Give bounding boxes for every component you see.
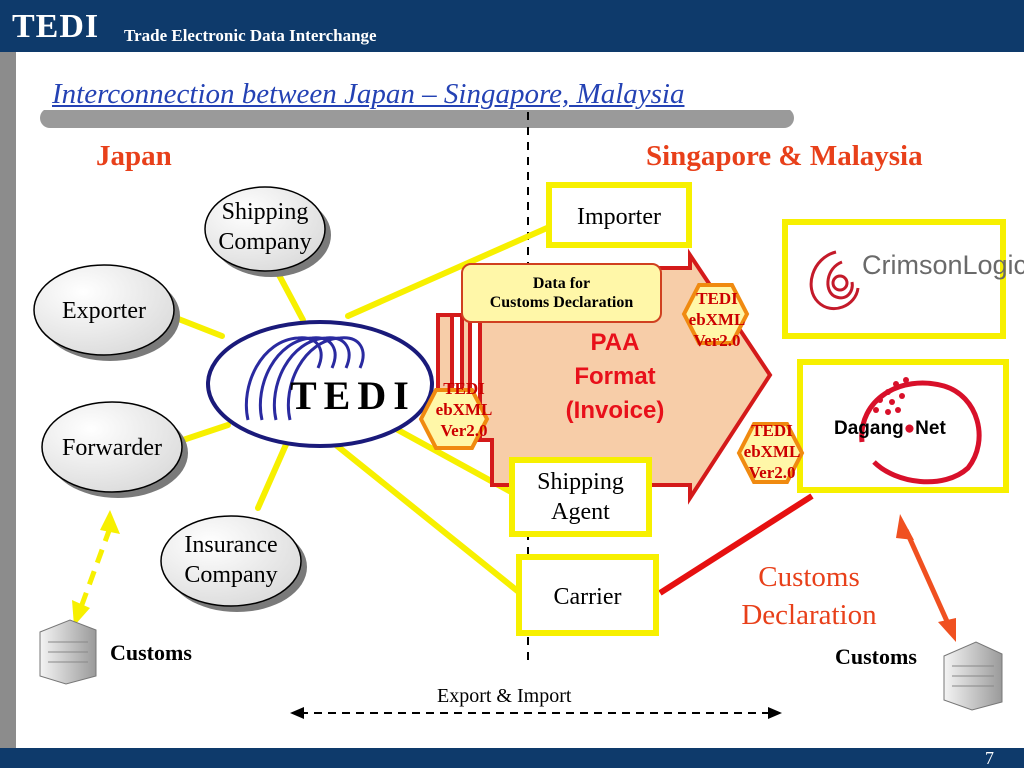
forwarder-label: Forwarder <box>62 435 162 461</box>
sg-my-region-label: Singapore & Malaysia <box>646 140 923 172</box>
ebxml-badge-bottom: TEDI ebXML Ver2.0 <box>725 420 819 483</box>
ebxml-left-line-3: Ver2.0 <box>440 421 488 440</box>
paa-line-2: Format <box>574 363 656 390</box>
ebxml-hexagon-left <box>418 388 490 450</box>
page-number: 7 <box>985 748 994 768</box>
exporter-label: Exporter <box>62 298 146 324</box>
crimsonlogic-logo-icon <box>809 250 860 310</box>
dagangnet-word-right: Net <box>915 418 946 439</box>
ebxml-bottom-line-2: ebXML <box>743 442 801 461</box>
customs-data-line-2: Customs Declaration <box>489 294 634 311</box>
insurance-company-label: Insurance Company <box>161 530 301 590</box>
dagangnet-logo-icon <box>859 377 982 485</box>
shipping-agent-line-1: Shipping <box>537 469 624 495</box>
exporter-node <box>33 264 180 361</box>
ebxml-bottom-line-3: Ver2.0 <box>748 463 796 482</box>
dagangnet-wordmark: Dagang●Net <box>834 418 946 440</box>
ebxml-badge-top: TEDI ebXML Ver2.0 <box>670 288 764 351</box>
japan-customs-building-icon <box>39 619 97 685</box>
crimsonlogic-wordmark: CrimsonLogic <box>862 250 1024 280</box>
shipping-agent-label: Shipping Agent <box>515 467 646 527</box>
connector-lines <box>173 221 559 596</box>
japan-customs-arrow <box>72 510 120 626</box>
tedi-hub-text: TEDI <box>290 373 416 418</box>
customs-declaration-line-2: Declaration <box>741 599 877 631</box>
ebxml-hexagon-bottom <box>736 422 805 484</box>
insurance-company-node <box>160 515 307 612</box>
customs-data-line-1: Data for <box>532 275 591 292</box>
paa-format-label: PAA Format (Invoice) <box>520 326 710 428</box>
crimsonlogic-box <box>782 219 1006 339</box>
carrier-to-dagangnet-line <box>658 493 814 596</box>
ebxml-top-line-1: TEDI <box>696 289 738 308</box>
ebxml-badge-left: TEDI ebXML Ver2.0 <box>418 378 510 441</box>
insurance-company-line-1: Insurance <box>184 532 278 558</box>
dagangnet-dot-icon: ● <box>903 418 916 439</box>
header-subtitle: Trade Electronic Data Interchange <box>124 26 377 45</box>
paa-line-1: PAA <box>590 329 640 356</box>
ebxml-left-line-2: ebXML <box>435 400 493 419</box>
tedi-hub-logo <box>206 320 434 448</box>
title-underline <box>40 104 794 128</box>
footer-bar <box>0 748 1024 768</box>
shipping-agent-line-2: Agent <box>551 499 610 525</box>
sg-customs-arrow <box>896 514 956 642</box>
slide-title: Interconnection between Japan – Singapor… <box>52 78 685 110</box>
paa-line-3: (Invoice) <box>565 397 665 424</box>
sg-customs-building-icon <box>943 641 1003 711</box>
export-import-label: Export & Import <box>437 685 572 707</box>
japan-region-label: Japan <box>96 140 172 172</box>
customs-declaration-line-1: Customs <box>758 561 860 593</box>
forwarder-node <box>41 401 188 498</box>
left-side-bar <box>0 52 16 748</box>
dagangnet-word-left: Dagang <box>834 418 904 439</box>
shipping-company-label: Shipping Company <box>205 197 325 257</box>
importer-label: Importer <box>577 204 661 230</box>
customs-declaration-label: Customs Declaration <box>718 558 900 634</box>
shipping-company-line-2: Company <box>218 229 312 255</box>
shipping-company-node <box>204 186 331 277</box>
importer-box <box>546 182 692 248</box>
shipping-agent-box <box>509 457 652 537</box>
export-import-arrow <box>290 707 782 719</box>
shipping-company-line-1: Shipping <box>221 199 309 225</box>
japan-customs-label: Customs <box>110 640 192 665</box>
ebxml-top-line-2: ebXML <box>688 310 746 329</box>
brand-logo: TEDI <box>12 8 100 45</box>
sg-customs-label: Customs <box>835 644 917 669</box>
customs-data-box: Data for Customs Declaration <box>461 263 662 323</box>
ebxml-hexagon-top <box>681 283 750 345</box>
header-bar <box>0 0 1024 52</box>
carrier-box <box>516 554 659 636</box>
ebxml-bottom-line-1: TEDI <box>751 421 793 440</box>
carrier-label: Carrier <box>553 584 622 610</box>
insurance-company-line-2: Company <box>184 562 278 588</box>
ebxml-left-line-1: TEDI <box>443 379 485 398</box>
ebxml-top-line-3: Ver2.0 <box>693 331 741 350</box>
